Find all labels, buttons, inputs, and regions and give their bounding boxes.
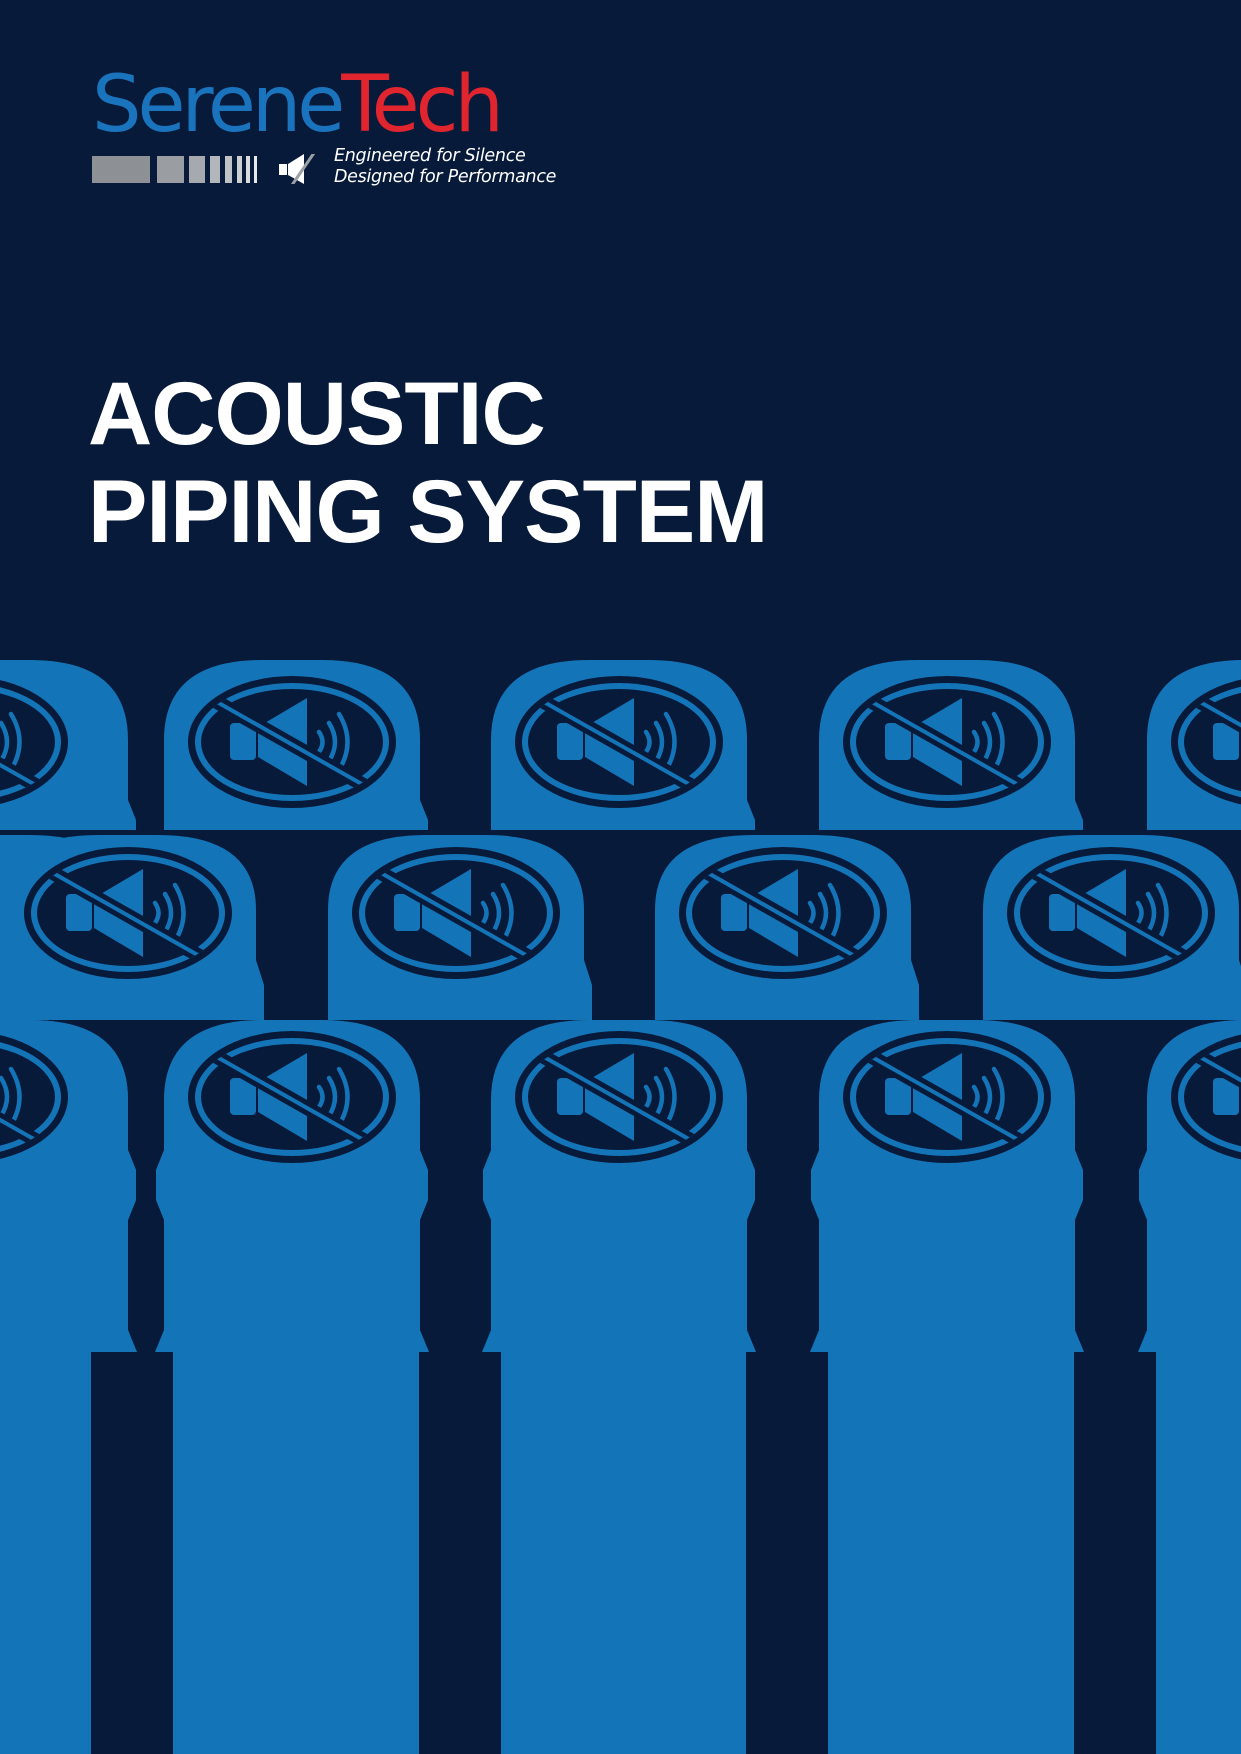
tagline-line-1: Engineered for Silence <box>334 146 526 166</box>
mute-speaker-icon <box>679 847 887 979</box>
logo-wordmark: SereneTech <box>92 66 504 144</box>
serenetech-logo: SereneTech Engineered for Silence Design… <box>92 66 562 192</box>
mute-speaker-icon <box>843 1031 1051 1163</box>
logo-word-tech: Tech <box>341 60 504 150</box>
tagline-line-2: Designed for Performance <box>334 167 557 187</box>
acoustic-pipes-illustration <box>0 660 1241 1754</box>
title-line-2: PIPING SYSTEM <box>88 461 768 561</box>
mute-speaker-icon <box>188 676 396 808</box>
title-line-1: ACOUSTIC <box>88 363 546 463</box>
mute-speaker-icon <box>352 847 560 979</box>
mute-speaker-icon <box>515 1031 723 1163</box>
mute-speaker-icon <box>24 847 232 979</box>
mute-speaker-icon <box>188 1031 396 1163</box>
mute-speaker-icon <box>515 676 723 808</box>
mute-speaker-icon <box>843 676 1051 808</box>
mute-speaker-icon <box>1007 847 1215 979</box>
logo-tagline: Engineered for Silence Designed for Perf… <box>334 146 556 188</box>
volume-bars-mute-icon <box>92 154 316 184</box>
page-title: ACOUSTIC PIPING SYSTEM <box>88 363 768 561</box>
logo-word-serene: Serene <box>92 60 345 150</box>
